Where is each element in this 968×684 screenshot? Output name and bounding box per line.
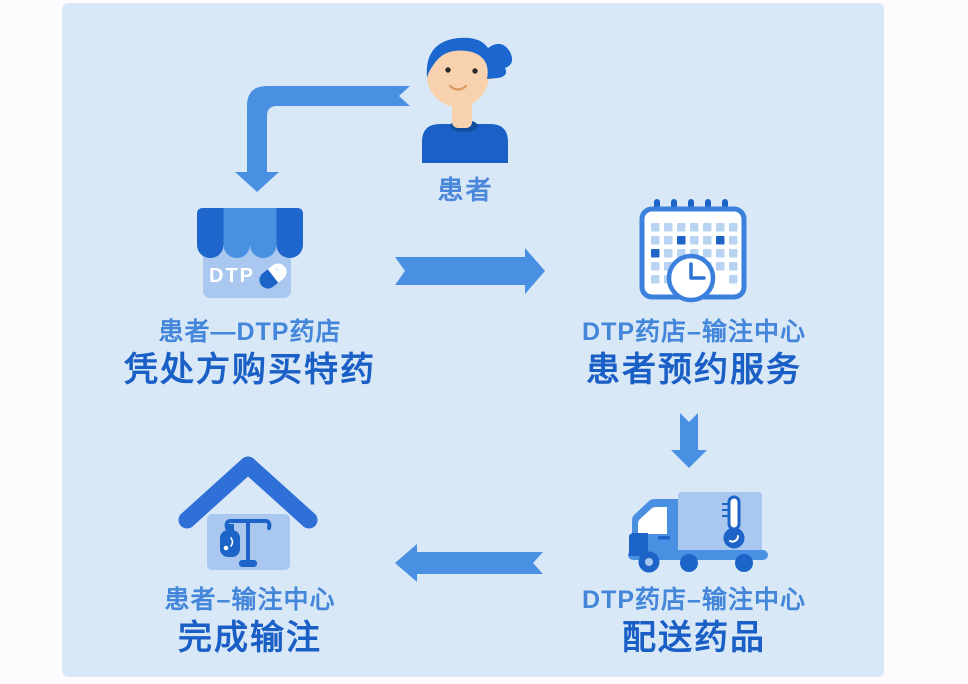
label-infusion: 患者–输注中心 完成输注 [108,586,392,658]
label-infusion-line1: 患者–输注中心 [164,586,336,614]
label-delivery: DTP药店–输注中心 配送药品 [552,586,836,658]
iv-drip-icon [220,518,272,567]
arrow-pharmacy-to-appointment [395,248,545,294]
pharmacy-store-icon: DTP [197,208,303,298]
label-infusion-line2: 完成输注 [178,618,322,657]
thermometer-icon [722,495,745,549]
pharmacy-sign-text: DTP [209,265,255,287]
label-appointment: DTP药店–输注中心 患者预约服务 [552,318,836,390]
arrow-patient-to-pharmacy [235,86,410,192]
label-appointment-line1: DTP药店–输注中心 [582,318,806,346]
calendar-appointment-icon [639,199,747,303]
arrow-delivery-to-infusion [395,544,543,582]
label-pharmacy: 患者—DTP药店 凭处方购买特药 [108,318,392,390]
patient-label: 患者 [437,175,494,205]
label-pharmacy-line1: 患者—DTP药店 [158,318,342,346]
pill-icon [259,263,287,289]
label-pharmacy-line2: 凭处方购买特药 [124,350,376,389]
arrow-appointment-to-delivery [671,413,707,468]
label-delivery-line1: DTP药店–输注中心 [582,586,806,614]
patient-avatar-icon [422,37,513,163]
label-appointment-line2: 患者预约服务 [586,350,802,389]
home-infusion-icon [178,456,318,570]
cold-chain-truck-icon [628,492,768,573]
label-delivery-line2: 配送药品 [622,618,766,657]
